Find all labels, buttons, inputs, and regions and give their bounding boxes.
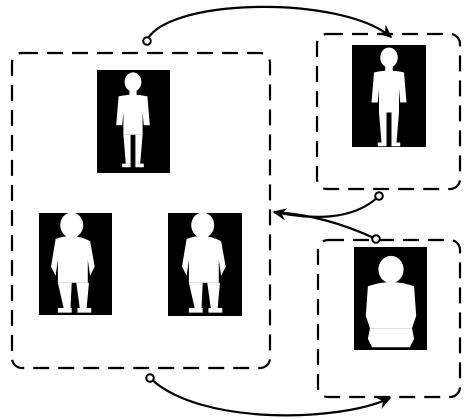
silhouette-tile-upright: [97, 70, 170, 173]
connector-main-to-top-right: [144, 5, 393, 44]
connector-origin-dot: [145, 373, 155, 383]
silhouette-tile-front: [354, 247, 427, 350]
connector-main-to-bottom-right: [149, 377, 392, 417]
main-group-box: [10, 51, 272, 370]
bottom-right-group-box: [316, 238, 462, 399]
silhouette-tile-stoop-left: [39, 212, 112, 315]
connector-origin-dot: [371, 234, 381, 244]
silhouette-tile-stoop-right: [168, 212, 242, 316]
connector-bottom-right-to-main: [273, 210, 377, 240]
connector-origin-dot: [142, 36, 152, 46]
connector-origin-dot: [374, 191, 384, 201]
silhouette-tile-standing: [352, 45, 426, 147]
